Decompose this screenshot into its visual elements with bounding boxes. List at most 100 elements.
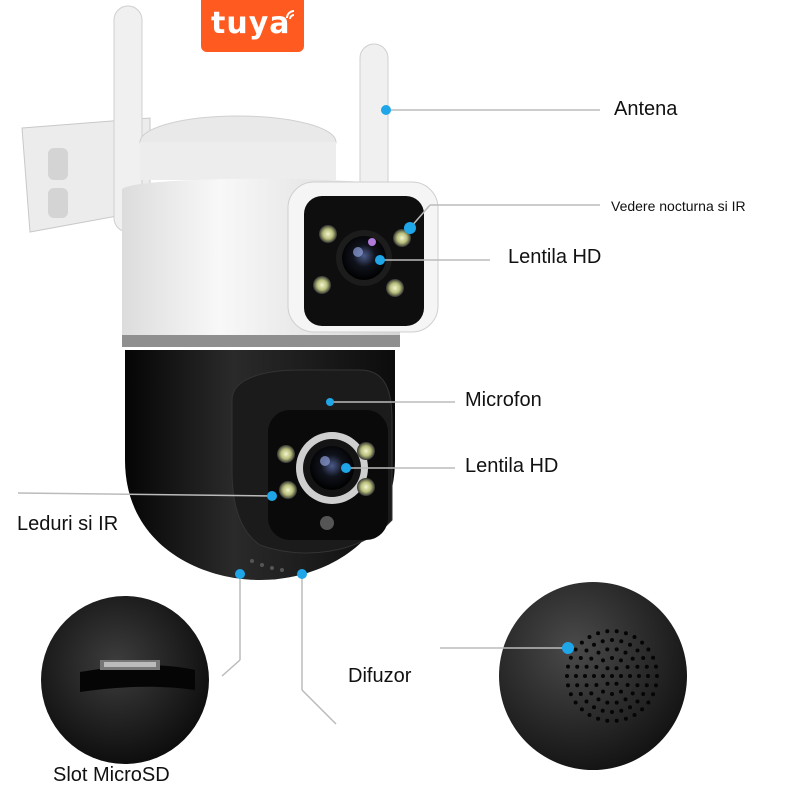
speaker-hole	[583, 674, 587, 678]
speaker-hole	[655, 674, 659, 678]
speaker-hole	[610, 656, 614, 660]
speaker-hole	[628, 705, 632, 710]
speaker-hole	[596, 650, 601, 655]
speaker-hole	[644, 683, 649, 688]
speaker-hole	[654, 664, 658, 669]
speaker-hole	[632, 635, 637, 639]
speaker-hole	[592, 705, 596, 710]
speaker-hole	[635, 664, 640, 669]
label-hd-lens-bottom: Lentila HD	[465, 455, 559, 477]
speaker-hole	[623, 716, 628, 721]
speaker-hole	[584, 664, 589, 669]
speaker-hole	[614, 681, 619, 686]
speaker-hole	[619, 674, 623, 678]
top-camera-module	[287, 181, 439, 333]
speaker-hole	[641, 692, 646, 696]
speaker-hole	[630, 656, 635, 661]
speaker-hole	[584, 683, 589, 688]
speaker-hole	[614, 629, 619, 634]
speaker-hole	[579, 707, 584, 712]
speaker-hole	[592, 642, 596, 647]
label-microphone: Microfon	[465, 389, 542, 411]
tuya-logo: tuya	[201, 0, 304, 52]
speaker-hole	[584, 699, 589, 704]
speaker-hole	[596, 631, 601, 636]
speaker-hole	[635, 648, 640, 653]
logo-text: tuya	[211, 6, 291, 41]
label-leds-ir: Leduri si IR	[17, 513, 119, 535]
speaker-hole	[610, 638, 614, 642]
speaker-hole	[614, 718, 619, 723]
speaker-hole	[635, 699, 640, 704]
speaker-hole	[605, 681, 610, 686]
callout-dot-microphone	[326, 398, 334, 406]
callout-lines	[17, 109, 600, 725]
speaker-hole	[565, 674, 569, 678]
label-hd-lens-top: Lentila HD	[508, 246, 602, 268]
speaker-hole	[600, 639, 605, 644]
speaker-hole	[651, 655, 656, 660]
speaker-grille-inset	[499, 582, 687, 770]
speaker-hole	[623, 631, 628, 636]
speaker-hole	[619, 658, 623, 663]
speaker-hole	[573, 647, 578, 652]
speaker-hole	[600, 708, 605, 713]
speaker-hole	[610, 692, 614, 696]
speaker-hole	[596, 697, 601, 702]
speaker-hole	[589, 656, 594, 661]
speaker-hole	[574, 674, 578, 678]
speaker-hole	[566, 683, 570, 688]
speaker-hole	[578, 692, 583, 696]
speaker-hole	[632, 713, 637, 717]
speaker-hole	[589, 691, 594, 696]
callout-dots	[235, 105, 574, 654]
speaker-hole	[601, 674, 605, 678]
speaker-hole	[619, 689, 623, 694]
speaker-hole	[654, 683, 658, 688]
speaker-hole	[605, 718, 610, 723]
callout-dot-lens-bottom	[341, 463, 351, 473]
microsd-slot-inset	[41, 596, 209, 764]
label-speaker: Difuzor	[348, 665, 412, 687]
speaker-hole	[628, 674, 632, 678]
callout-dot-speaker	[562, 642, 574, 654]
speaker-hole	[605, 666, 610, 671]
camera-lower-body	[125, 350, 395, 580]
speaker-hole	[584, 648, 589, 653]
speaker-hole	[644, 664, 649, 669]
speaker-hole	[575, 664, 580, 669]
speaker-hole	[640, 640, 645, 645]
callout-dot-speaker-port	[297, 569, 307, 579]
speaker-hole	[594, 683, 599, 687]
speaker-hole	[635, 683, 640, 688]
speaker-hole	[610, 710, 614, 714]
speaker-hole	[578, 656, 583, 660]
callout-dot-microsd	[235, 569, 245, 579]
wifi-signal-icon	[286, 10, 295, 20]
speaker-hole	[646, 700, 651, 705]
speaker-hole	[619, 708, 624, 713]
callout-dot-leds	[267, 491, 277, 501]
speaker-hole	[573, 700, 578, 705]
speaker-hole	[625, 665, 630, 669]
label-microsd-slot: Slot MicroSD	[53, 764, 170, 786]
callout-dot-antenna	[381, 105, 391, 115]
speaker-hole	[640, 707, 645, 712]
speaker-hole	[630, 691, 635, 696]
speaker-hole	[625, 683, 630, 687]
speaker-holes	[565, 629, 659, 723]
speaker-hole	[601, 658, 605, 663]
label-antenna: Antena	[614, 98, 678, 120]
speaker-hole	[568, 655, 573, 660]
label-night-vision: Vedere nocturna si IR	[611, 198, 746, 214]
speaker-hole	[641, 656, 646, 660]
speaker-hole	[596, 716, 601, 721]
speaker-hole	[566, 664, 570, 669]
speaker-hole	[646, 674, 650, 678]
speaker-hole	[601, 689, 605, 694]
speaker-hole	[628, 642, 632, 647]
speaker-hole	[614, 647, 619, 652]
speaker-hole	[605, 700, 610, 705]
speaker-hole	[575, 683, 580, 688]
